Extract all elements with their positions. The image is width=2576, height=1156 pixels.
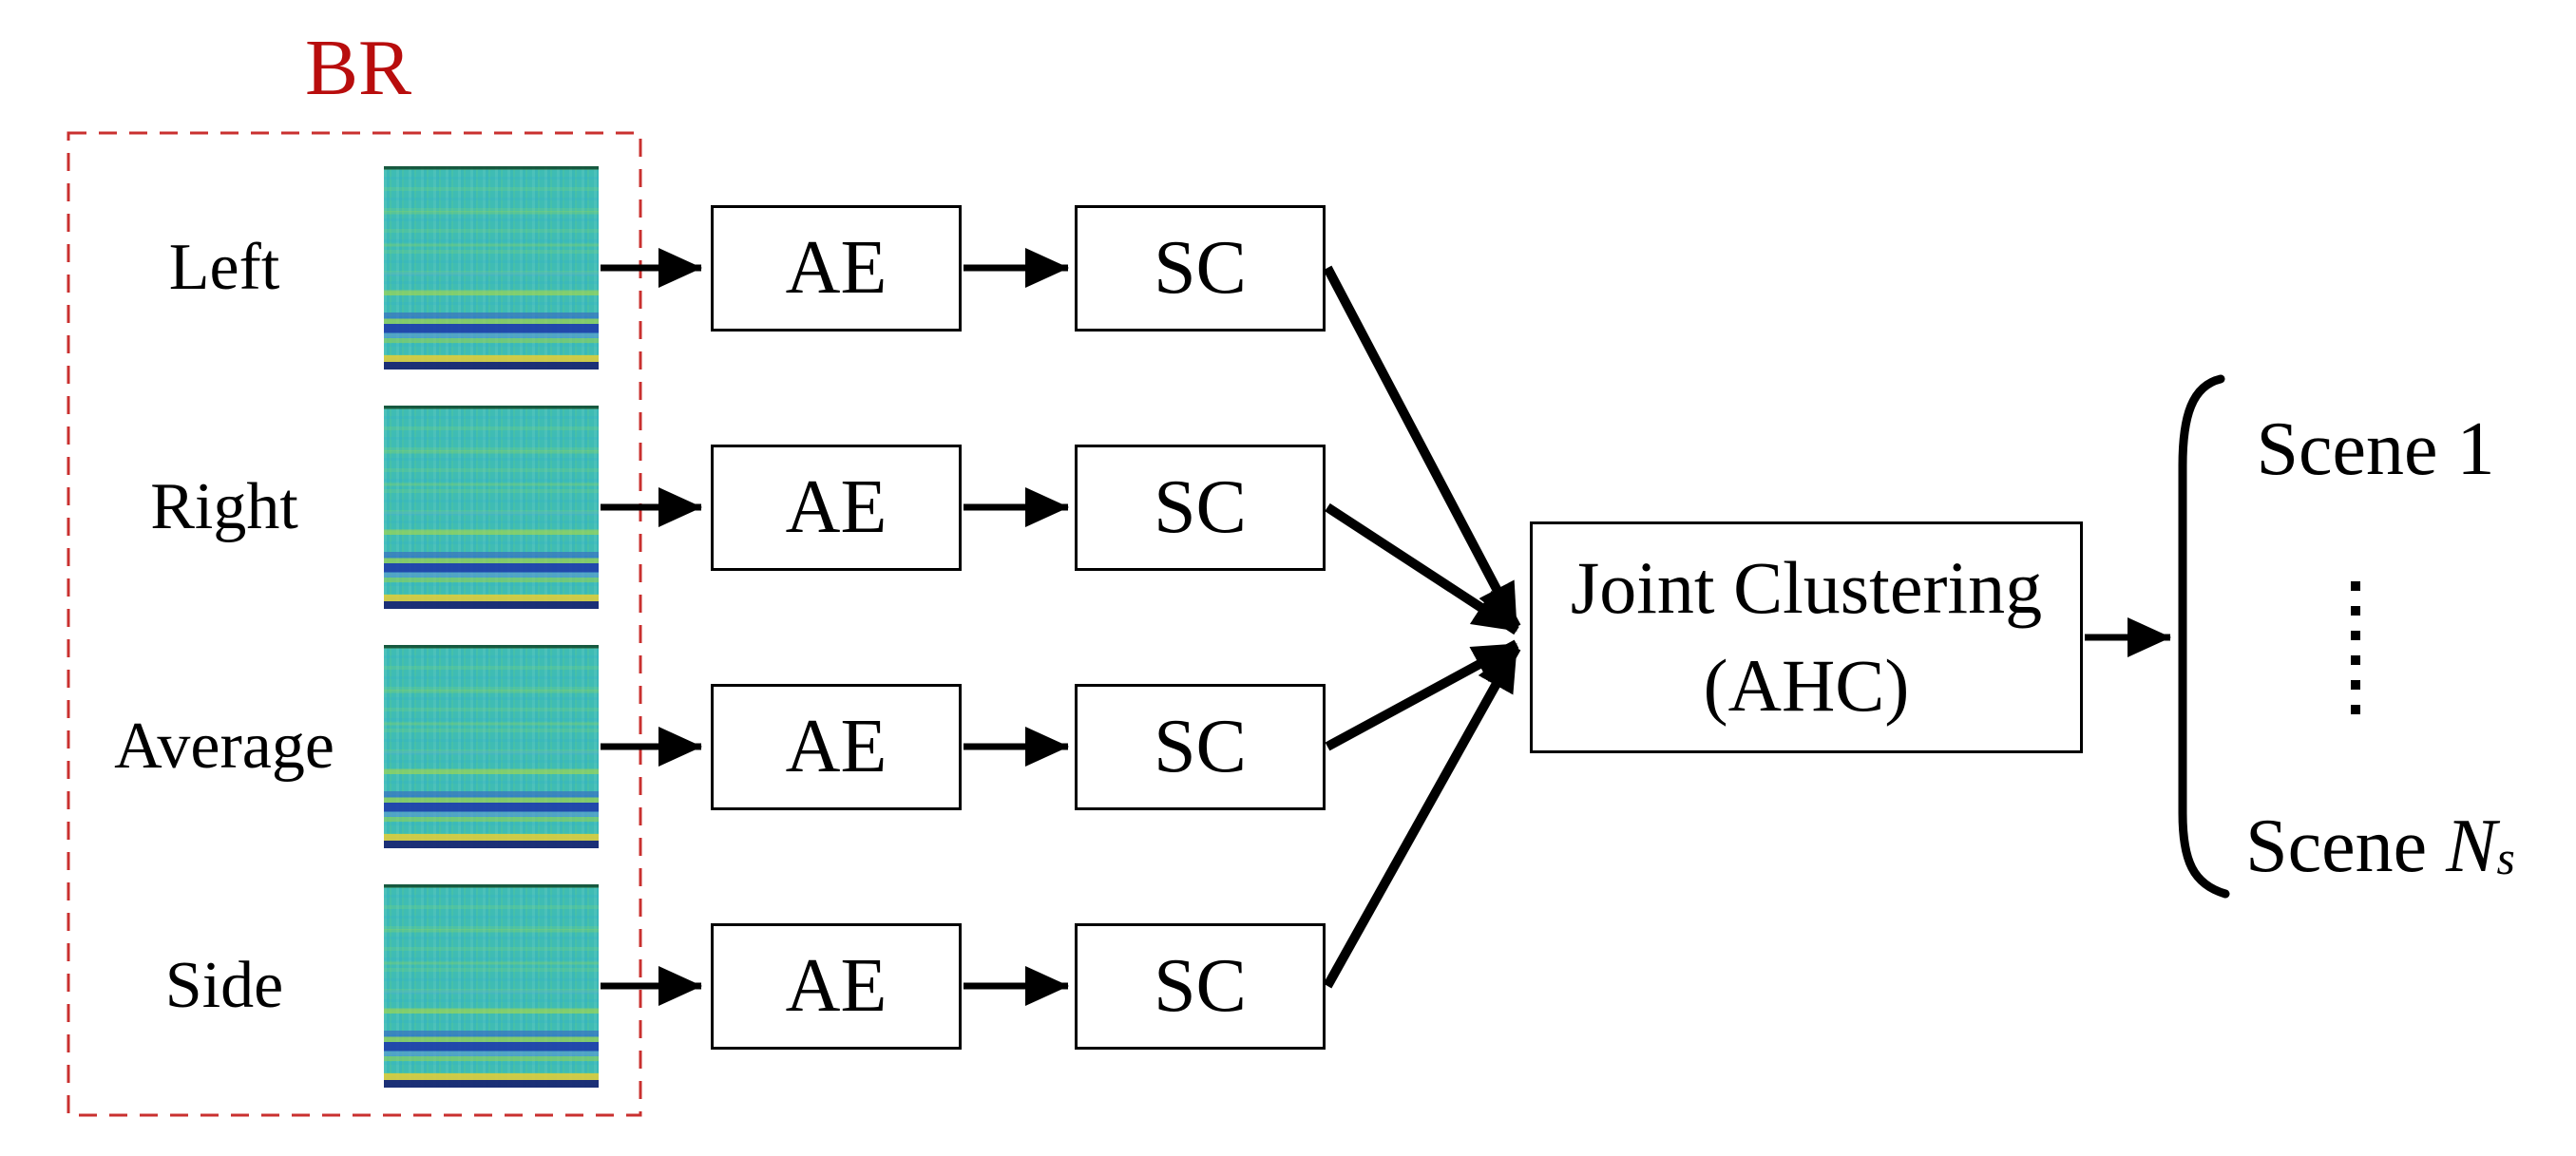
side-spectrogram-image — [384, 884, 599, 1088]
arrow-sc-left-to-joint — [1323, 265, 1521, 630]
right-spectrogram-image — [384, 406, 599, 609]
scene-last-variable: N — [2446, 805, 2497, 888]
scene-first-label: Scene 1 — [2256, 407, 2495, 491]
ae-box-left: AE — [711, 205, 962, 332]
row-label-side: Side — [164, 949, 284, 1022]
arrow-sc-side-to-joint — [1323, 645, 1521, 989]
joint-clustering-box: Joint Clustering (AHC) — [1530, 521, 2083, 753]
average-spectrogram-image — [384, 645, 599, 848]
left-spectrogram-image — [384, 166, 599, 370]
row-label-average: Average — [114, 710, 334, 783]
arrow-sc-right-to-joint — [1325, 502, 1519, 635]
joint-clustering-line1: Joint Clustering — [1570, 546, 2043, 630]
sc-box-average: SC — [1075, 684, 1326, 810]
scene-list-bracket — [2178, 374, 2230, 899]
scene-last-label: Scene Ns — [2223, 804, 2537, 890]
sc-box-right: SC — [1075, 445, 1326, 571]
row-label-right: Right — [150, 470, 298, 543]
joint-clustering-line2: (AHC) — [1703, 644, 1910, 727]
br-group-label: BR — [304, 24, 412, 112]
scene-last-text: Scene — [2245, 805, 2447, 888]
row-label-left: Left — [168, 231, 280, 304]
arrow-sc-average-to-joint — [1325, 639, 1519, 751]
sc-box-side: SC — [1075, 923, 1326, 1050]
scene-last-subscript: s — [2496, 831, 2515, 884]
ae-box-average: AE — [711, 684, 962, 810]
sc-box-left: SC — [1075, 205, 1326, 332]
ae-box-side: AE — [711, 923, 962, 1050]
ae-box-right: AE — [711, 445, 962, 571]
